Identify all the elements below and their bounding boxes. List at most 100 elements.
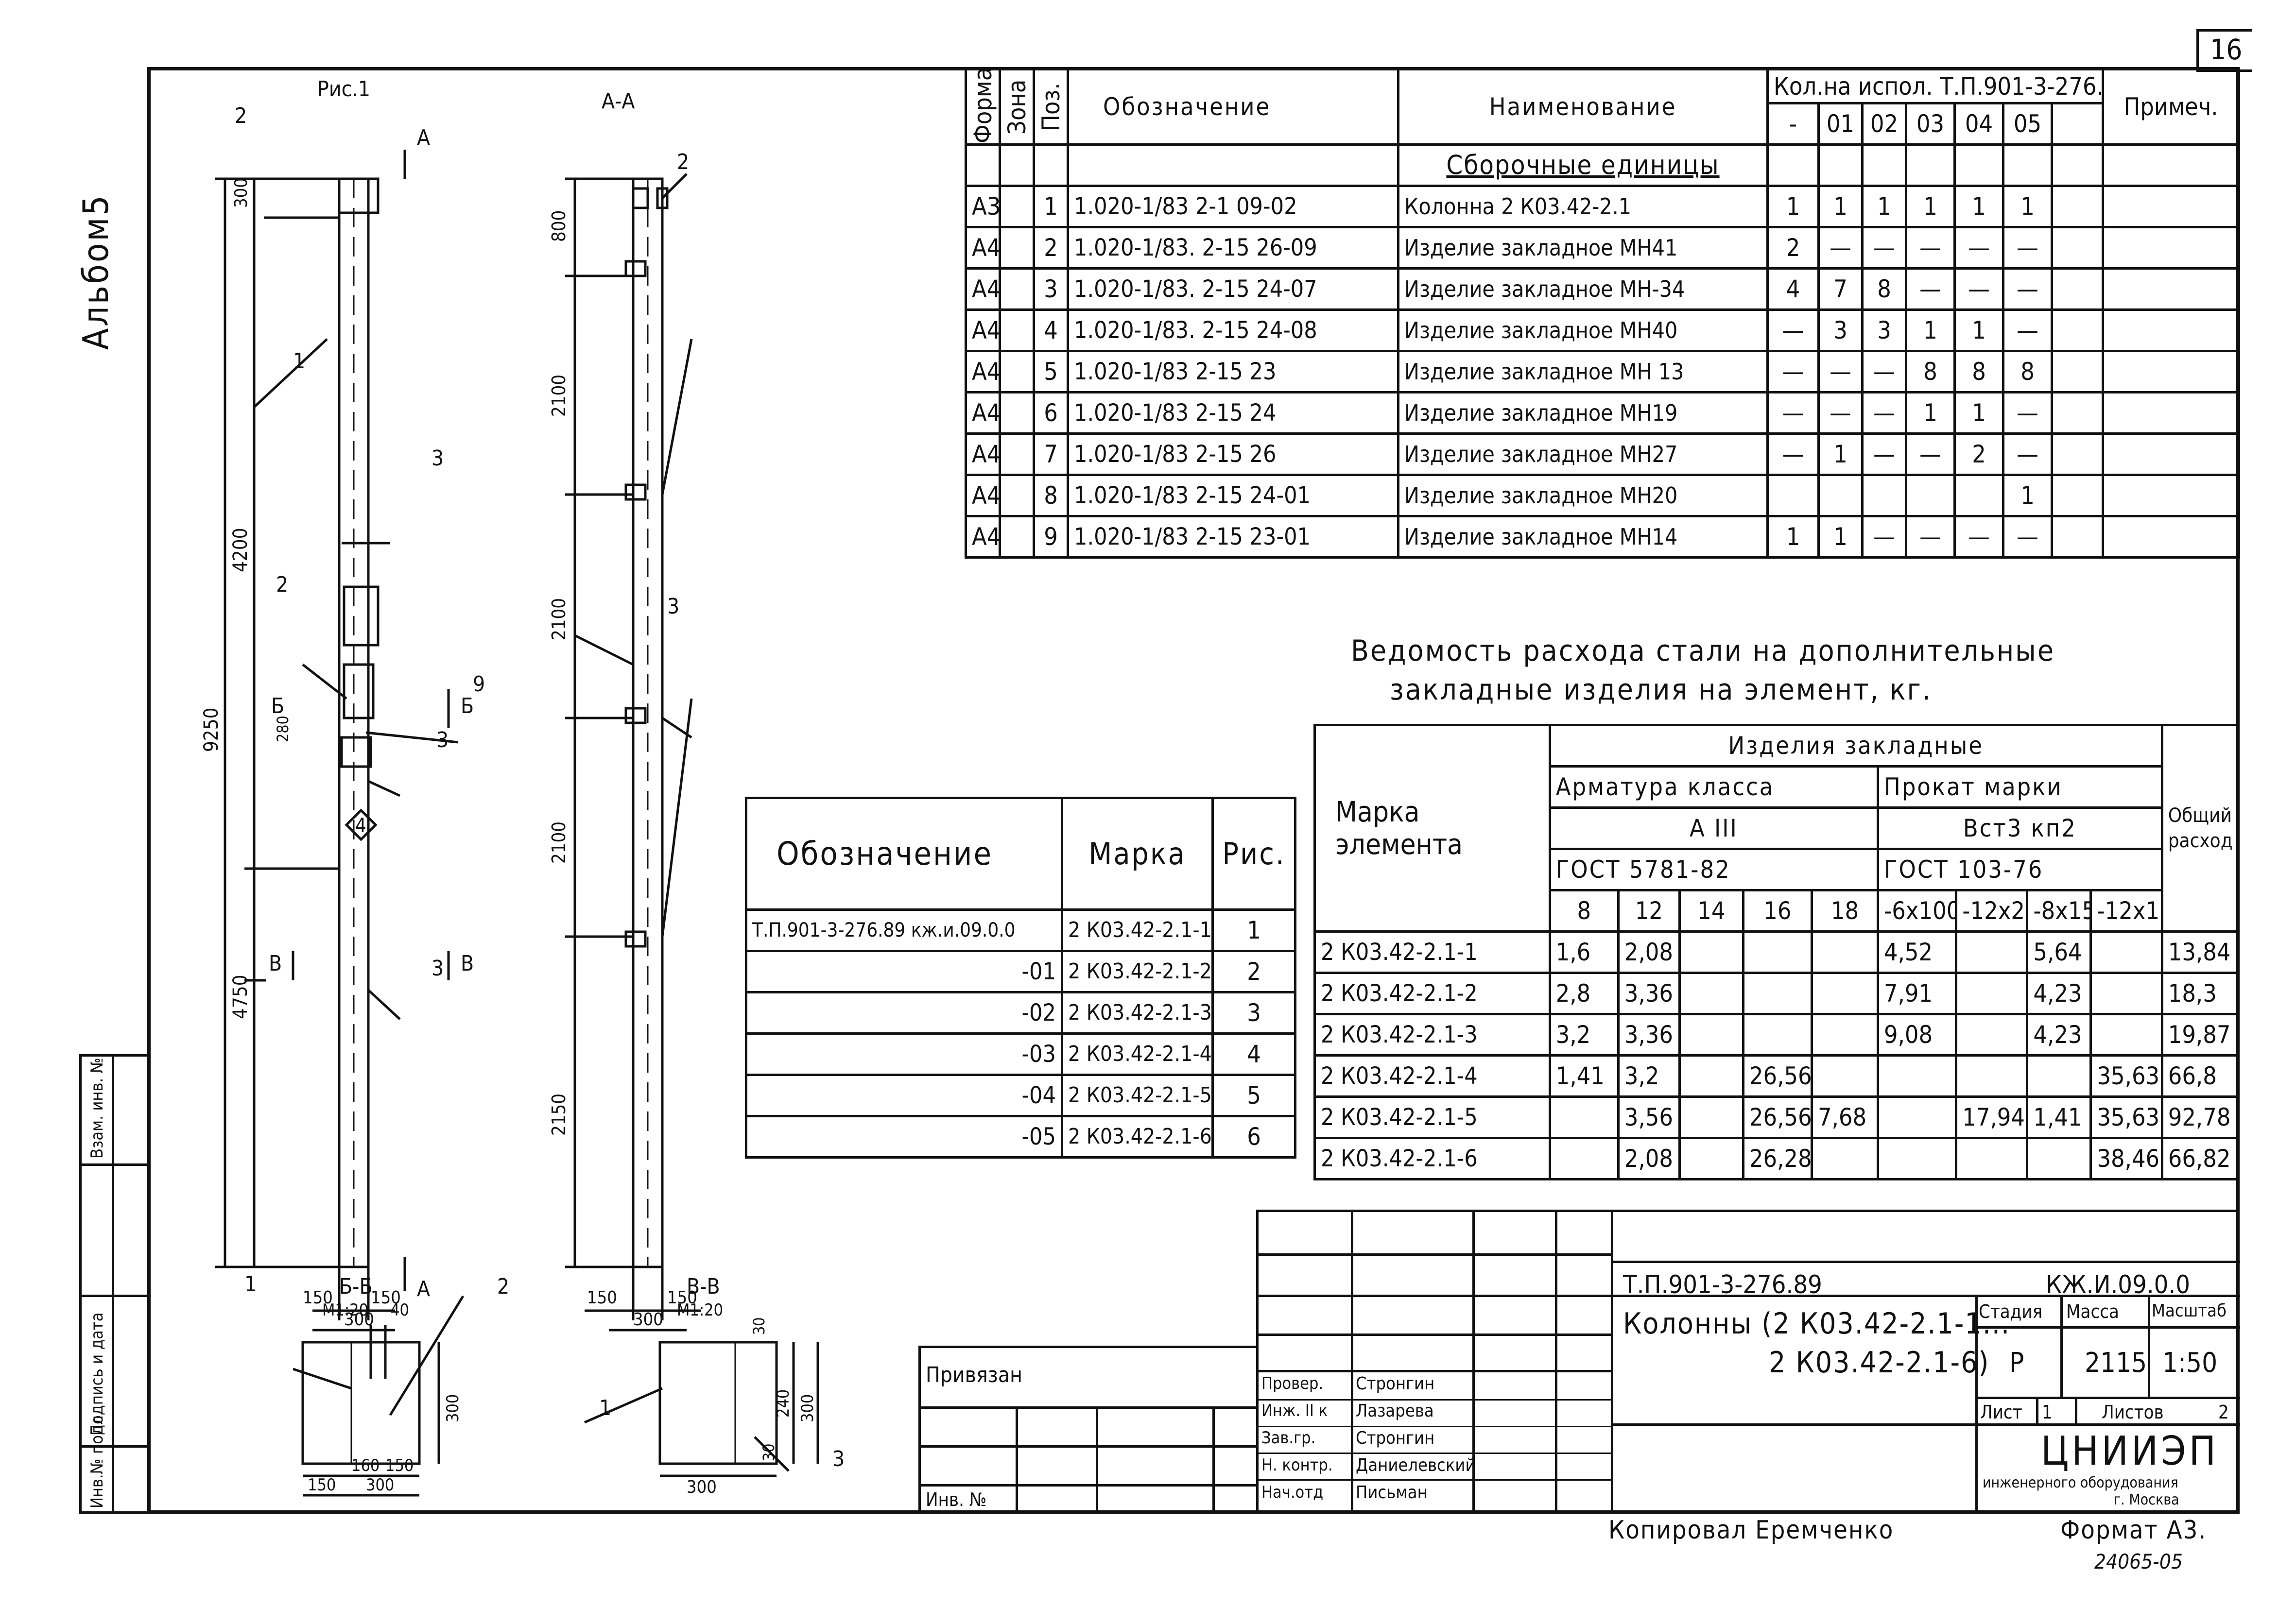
steel-size-header: 16 bbox=[1742, 889, 1813, 933]
spec-cell-format: А4 bbox=[965, 226, 1001, 270]
spec-cell-qty: 1 bbox=[1905, 185, 1956, 228]
steel-cell-value bbox=[1877, 1095, 1958, 1139]
spec-cell-name: Изделие закладное МН40 bbox=[1397, 308, 1769, 352]
spec-cell-name: Изделие закладное МН 13 bbox=[1397, 350, 1769, 393]
signature-name: Даниелевский bbox=[1356, 1455, 1476, 1475]
spec-cell-qty: — bbox=[1861, 391, 1907, 435]
spec-cell-name: Изделие закладное МН14 bbox=[1397, 515, 1769, 559]
leader-3-c: 3 bbox=[432, 956, 444, 981]
spec-cell-empty bbox=[2050, 474, 2105, 517]
steel-table: Марка элемента Изделия закладные Общий р… bbox=[1313, 724, 2240, 1180]
section-vv-scale: М1:20 bbox=[677, 1300, 723, 1320]
spec-cell-qty: 2 bbox=[1766, 226, 1820, 270]
spec-header-name: Наименование bbox=[1397, 68, 1769, 146]
steel-cell-value bbox=[1742, 1013, 1813, 1057]
tb-code: КЖ.И.09.0.0 bbox=[2046, 1270, 2191, 1299]
spec-cell-qty: 1 bbox=[1953, 391, 2004, 435]
dim-vv-300-v: 300 bbox=[798, 1394, 817, 1422]
leader-9: 9 bbox=[473, 672, 485, 697]
spec-cell-zone bbox=[999, 391, 1035, 435]
signature-name: Письман bbox=[1356, 1483, 1428, 1503]
spec-cell-qty: — bbox=[1905, 267, 1956, 311]
steel-cell-value bbox=[2089, 930, 2163, 974]
spec-cell-format: А4 bbox=[965, 350, 1001, 393]
spec-table: Формат Зона Поз. Обозначение Наименовани… bbox=[965, 68, 2241, 559]
leader-1-vv: 1 bbox=[599, 1396, 611, 1420]
spec-cell-pos: 8 bbox=[1033, 474, 1069, 517]
section-bb-title: Б-Б bbox=[339, 1274, 373, 1299]
steel-cell-mark: 2 К03.42-2.1-6 bbox=[1313, 1137, 1551, 1180]
steel-cell-value: 9,08 bbox=[1877, 1013, 1958, 1057]
leader-3-aa: 3 bbox=[667, 594, 679, 619]
spec-cell-designation: 1.020-1/83. 2-15 26-09 bbox=[1067, 226, 1399, 270]
dim-bb-150-a: 150 bbox=[385, 1456, 414, 1475]
steel-cell-value: 3,36 bbox=[1617, 1013, 1681, 1057]
steel-cell-value bbox=[1678, 1137, 1744, 1180]
spec-cell-pos: 9 bbox=[1033, 515, 1069, 559]
spec-cell-zone bbox=[999, 432, 1035, 476]
leader-2-mid: 2 bbox=[276, 572, 288, 597]
marks-cell-mark: 2 К03.42-2.1-4 bbox=[1061, 1032, 1214, 1076]
spec-cell-name: Колонна 2 К03.42-2.1 bbox=[1397, 185, 1769, 228]
marks-cell-mark: 2 К03.42-2.1-1 bbox=[1061, 908, 1214, 952]
spec-cell-note bbox=[2102, 226, 2241, 270]
dim-300-bottom: 300 bbox=[344, 1310, 374, 1330]
cut-mark-a-bottom: А bbox=[417, 1277, 430, 1301]
column-drawing: Рис.1 А-А Б-Б М1:20 В-В М1:20 А А Б Б В … bbox=[200, 77, 845, 1497]
marks-cell-mark: 2 К03.42-2.1-5 bbox=[1061, 1074, 1214, 1117]
spec-cell-qty: — bbox=[1766, 391, 1820, 435]
dim-4200: 4200 bbox=[229, 528, 252, 572]
dim-2100-b: 2100 bbox=[548, 598, 570, 640]
spec-cell-zone bbox=[999, 474, 1035, 517]
steel-rolled-gost: ГОСТ 103-76 bbox=[1877, 848, 2163, 891]
spec-header-format: Формат bbox=[966, 69, 1000, 145]
side-stamp-label-1: Взам. инв. № bbox=[87, 1058, 107, 1159]
spec-qty-col: 01 bbox=[1817, 102, 1864, 146]
spec-cell-qty: 1 bbox=[1861, 185, 1907, 228]
spec-cell-pos: 3 bbox=[1033, 267, 1069, 311]
side-stamp: Взам. инв. № Подпись и дата Инв.№ подл. bbox=[79, 1054, 147, 1514]
spec-cell-qty: — bbox=[1861, 515, 1907, 559]
steel-cell-value bbox=[1810, 972, 1880, 1015]
spec-cell-note bbox=[2102, 515, 2241, 559]
dim-300-top: 300 bbox=[231, 178, 251, 208]
leader-2-top: 2 bbox=[235, 103, 247, 128]
dim-2150: 2150 bbox=[548, 1094, 570, 1136]
steel-header-total: Общий расход bbox=[2160, 724, 2240, 933]
steel-rebar-gost: ГОСТ 5781-82 bbox=[1548, 848, 1880, 891]
spec-cell-pos: 5 bbox=[1033, 350, 1069, 393]
spec-cell-note bbox=[2102, 185, 2241, 228]
tb-sheet: 1 bbox=[2042, 1402, 2053, 1423]
spec-cell-qty: — bbox=[1766, 432, 1820, 476]
steel-size-header: 14 bbox=[1678, 889, 1744, 933]
spec-cell-empty bbox=[2050, 185, 2105, 228]
dim-bb-300-v: 300 bbox=[443, 1394, 463, 1422]
spec-cell-qty: — bbox=[2002, 267, 2053, 311]
steel-size-header: -12x280 bbox=[1955, 889, 2029, 933]
spec-cell-name: Изделие закладное МН20 bbox=[1397, 474, 1769, 517]
dim-4750: 4750 bbox=[229, 974, 252, 1019]
steel-cell-value: 7,68 bbox=[1810, 1095, 1880, 1139]
steel-cell-value bbox=[2026, 1137, 2092, 1180]
signature-role: Провер. bbox=[1261, 1374, 1324, 1393]
fig1-marker-diamond bbox=[345, 808, 378, 841]
tb-org-city: г. Москва bbox=[2114, 1491, 2179, 1508]
marks-header-designation: Обозначение bbox=[745, 797, 1063, 911]
marks-cell-designation: -04 bbox=[745, 1074, 1063, 1117]
dim-150-left: 150 bbox=[303, 1288, 333, 1308]
steel-cell-value: 1,6 bbox=[1548, 930, 1620, 974]
spec-cell-qty: — bbox=[1905, 432, 1956, 476]
spec-cell-qty: 1 bbox=[1817, 185, 1864, 228]
spec-cell-format: А4 bbox=[965, 432, 1001, 476]
spec-cell-designation: 1.020-1/83 2-15 23 bbox=[1067, 350, 1399, 393]
steel-cell-mark: 2 К03.42-2.1-1 bbox=[1313, 930, 1551, 974]
steel-cell-value: 26,56 bbox=[1742, 1095, 1813, 1139]
spec-cell-name: Изделие закладное МН41 bbox=[1397, 226, 1769, 270]
spec-cell-empty bbox=[2050, 267, 2105, 311]
tb-mass: 2115 bbox=[2085, 1347, 2147, 1379]
